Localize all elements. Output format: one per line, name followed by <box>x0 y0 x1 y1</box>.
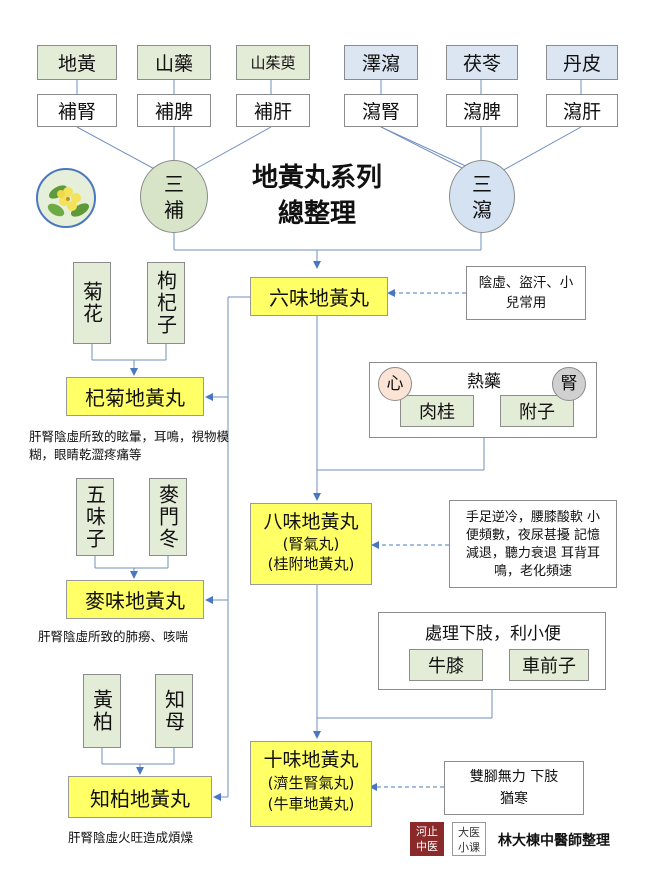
maiwei-note: 肝腎陰虛所致的肺癆、咳喘 <box>38 628 238 646</box>
liuwei-formula: 六味地黃丸 <box>250 277 388 316</box>
shiwei-note: 雙腳無力 下肢猶寒 <box>444 761 584 815</box>
three-bu-circle: 三補 <box>140 160 208 233</box>
logo-hezhi-text: 河止中医 <box>416 825 438 853</box>
effect-label: 瀉脾 <box>462 101 501 123</box>
logo-hezhi: 河止中医 <box>410 822 444 856</box>
herb-shanzhuyu: 山茱萸 <box>236 45 310 80</box>
kidney-tag-text: 腎 <box>560 374 578 394</box>
kidney-tag: 腎 <box>552 367 586 401</box>
herb-label: 枸杞子 <box>153 270 178 336</box>
effect-bupi: 補脾 <box>137 94 211 127</box>
effect-label: 補肝 <box>253 101 292 123</box>
shiwei-formula: 十味地黃丸 (濟生腎氣丸) (牛車地黃丸) <box>250 741 372 827</box>
herb-rougui: 肉桂 <box>400 395 474 427</box>
bawei-note-text: 手足逆冷，腰膝酸軟 小便頻數，夜尿甚擾 記憶減退，聽力衰退 耳背耳鳴，老化頻速 <box>465 510 601 579</box>
title-line-1: 地黃丸系列 <box>251 163 382 193</box>
herb-juhua: 菊花 <box>73 262 111 344</box>
logo-dayi: 大医小课 <box>452 822 486 856</box>
herb-gouqizi: 枸杞子 <box>147 262 185 344</box>
effect-label: 補腎 <box>57 101 96 123</box>
effect-xiepi: 瀉脾 <box>446 94 518 127</box>
title-line-2: 總整理 <box>277 199 356 229</box>
lower-limb-group: 處理下肢，利小便 牛膝 車前子 <box>378 612 606 690</box>
herb-label: 山茱萸 <box>250 54 296 72</box>
heart-tag-text: 心 <box>386 374 404 394</box>
hot-herbs-group: 熱藥 肉桂 附子 心 腎 <box>369 362 597 438</box>
zhibai-name: 知柏地黃丸 <box>90 786 190 811</box>
herb-danpi: 丹皮 <box>546 45 618 80</box>
shiwei-note-text: 雙腳無力 下肢猶寒 <box>469 769 559 807</box>
three-bu-label: 三補 <box>164 171 184 222</box>
herb-label: 山藥 <box>154 53 193 75</box>
herb-label: 茯苓 <box>462 53 501 75</box>
author-credit: 林大棟中醫師整理 <box>498 833 610 849</box>
effect-label: 瀉肝 <box>562 101 601 123</box>
herb-label: 黃柏 <box>89 689 114 733</box>
shiwei-alias-2: (牛車地黃丸) <box>267 795 355 813</box>
three-xie-circle: 三瀉 <box>449 160 515 233</box>
herb-label: 菊花 <box>79 281 104 325</box>
lower-limb-label: 處理下肢，利小便 <box>425 624 561 644</box>
shiwei-name: 十味地黃丸 <box>263 749 359 771</box>
hot-herbs-label: 熱藥 <box>467 372 501 392</box>
herb-cheqianzi: 車前子 <box>509 649 589 681</box>
effect-label: 補脾 <box>154 101 193 123</box>
heart-tag: 心 <box>378 367 412 401</box>
effect-bushen: 補腎 <box>37 94 117 127</box>
herb-niuxi: 牛膝 <box>409 649 483 681</box>
qiju-name: 杞菊地黃丸 <box>85 386 185 410</box>
bawei-alias-1: (腎氣丸) <box>282 535 340 553</box>
herb-label: 車前子 <box>522 656 576 677</box>
herb-label: 地黃 <box>57 53 96 75</box>
herb-zexie: 澤瀉 <box>344 45 418 80</box>
effect-xieshen: 瀉腎 <box>344 94 418 127</box>
herb-fuling: 茯苓 <box>446 45 518 80</box>
qiju-note-text: 肝腎陰虛所致的眩暈，耳鳴，視物模糊，眼睛乾澀疼痛等 <box>29 429 230 462</box>
maiwei-formula: 麥味地黃丸 <box>66 580 204 619</box>
liuwei-name: 六味地黃丸 <box>269 286 369 310</box>
shiwei-alias-1: (濟生腎氣丸) <box>267 774 355 792</box>
herb-huangbo: 黃柏 <box>83 674 121 748</box>
herb-shanyao: 山藥 <box>137 45 211 80</box>
herb-fuzi: 附子 <box>500 395 574 427</box>
flower-icon <box>36 168 96 228</box>
effect-bugan: 補肝 <box>236 94 310 127</box>
effect-label: 瀉腎 <box>361 101 400 123</box>
bawei-alias-2: (桂附地黃丸) <box>267 555 355 573</box>
herb-label: 知母 <box>161 689 186 733</box>
logo-dayi-text: 大医小课 <box>458 826 480 854</box>
herb-label: 肉桂 <box>419 402 455 423</box>
maiwei-note-text: 肝腎陰虛所致的肺癆、咳喘 <box>38 629 189 644</box>
bawei-formula: 八味地黃丸 (腎氣丸) (桂附地黃丸) <box>250 503 372 585</box>
liuwei-note-text: 陰虛、盜汗、小兒常用 <box>478 275 574 311</box>
qiju-formula: 杞菊地黃丸 <box>66 377 204 416</box>
herb-label: 丹皮 <box>562 53 601 75</box>
herb-wuweizi: 五味子 <box>76 478 114 556</box>
zhibai-note: 肝腎陰虛火旺造成煩燥 <box>68 829 268 847</box>
herb-label: 附子 <box>519 402 555 423</box>
qiju-note: 肝腎陰虛所致的眩暈，耳鳴，視物模糊，眼睛乾澀疼痛等 <box>29 428 229 464</box>
three-xie-label: 三瀉 <box>472 171 492 222</box>
maiwei-name: 麥味地黃丸 <box>85 589 185 613</box>
herb-maimendong: 麥門冬 <box>149 478 187 556</box>
herb-label: 麥門冬 <box>155 484 180 550</box>
herb-label: 五味子 <box>82 484 107 550</box>
bawei-name: 八味地黃丸 <box>263 511 359 533</box>
herb-label: 牛膝 <box>428 656 464 677</box>
zhibai-formula: 知柏地黃丸 <box>68 776 212 818</box>
herb-label: 澤瀉 <box>361 53 400 75</box>
zhibai-note-text: 肝腎陰虛火旺造成煩燥 <box>68 830 194 845</box>
effect-xiegan: 瀉肝 <box>546 94 618 127</box>
bawei-note: 手足逆冷，腰膝酸軟 小便頻數，夜尿甚擾 記憶減退，聽力衰退 耳背耳鳴，老化頻速 <box>449 500 617 588</box>
herb-zhimu: 知母 <box>155 674 193 748</box>
liuwei-note: 陰虛、盜汗、小兒常用 <box>466 266 586 320</box>
diagram-title: 地黃丸系列 總整理 <box>222 160 412 232</box>
herb-dihuang: 地黃 <box>37 45 117 80</box>
